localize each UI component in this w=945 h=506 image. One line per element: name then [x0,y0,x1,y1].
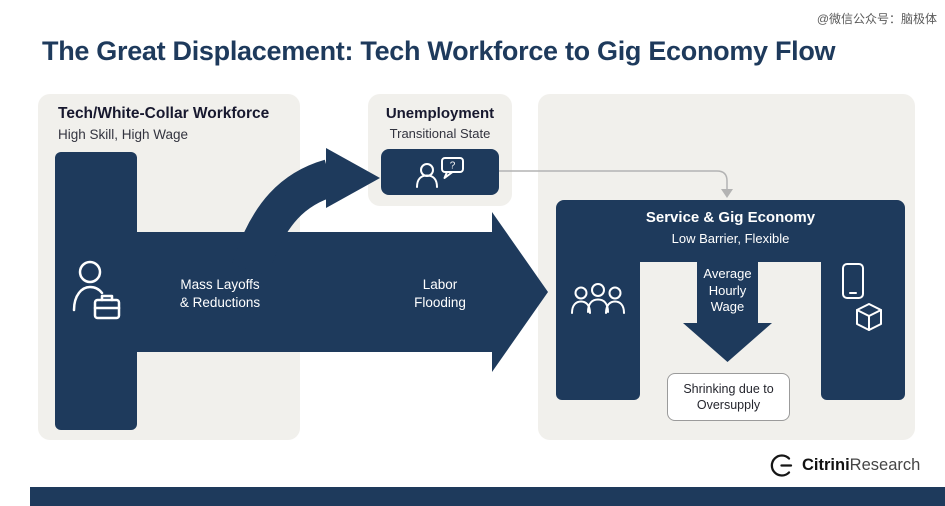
mass-layoffs-label: Mass Layoffs & Reductions [179,277,261,310]
gig-subtitle: Low Barrier, Flexible [671,231,790,246]
unemployment-title: Unemployment [385,105,495,122]
gig-workers-column [556,250,640,400]
phone-and-package-icon [842,263,882,331]
phone-icon [842,263,864,299]
svg-text:?: ? [450,161,456,172]
gig-title: Service & Gig Economy [645,209,816,226]
labor-flooding-label: Labor Flooding [414,277,466,310]
unemployment-to-gig-connector [499,170,728,189]
logo-text-regular: Research [849,456,921,474]
to-unemployment-arrow [231,159,336,276]
average-hourly-wage-label: Average Hourly Wage [703,266,752,315]
package-icon [856,303,882,331]
unemployed-person-question-icon: ? [416,157,464,188]
oversupply-note-box: Shrinking due to Oversupply [667,373,790,421]
wage-down-arrow [683,250,772,362]
oversupply-note-text: Shrinking due to Oversupply [683,381,774,412]
logo-text-bold: Citrini [802,456,850,474]
page-title: The Great Displacement: Tech Workforce t… [42,36,836,66]
people-group-icon [571,283,625,314]
connector-arrowhead [721,189,733,198]
unemployment-box: ? [381,149,499,195]
watermark-text: @微信公众号：脑极体 [816,12,937,26]
worker-briefcase-icon [72,260,121,320]
gig-apps-column [821,250,905,400]
unemployment-subtitle: Transitional State [389,126,491,141]
labor-flow-arrow [130,212,548,372]
workforce-title: Tech/White-Collar Workforce [58,105,270,122]
workforce-subtitle: High Skill, High Wage [58,127,189,142]
to-unemployment-arrowhead [326,148,380,208]
bottom-accent-bar [30,487,945,506]
citrini-logo-icon [770,454,793,477]
workforce-column [55,152,137,430]
citrini-research-logo: CitriniResearch [768,452,920,479]
